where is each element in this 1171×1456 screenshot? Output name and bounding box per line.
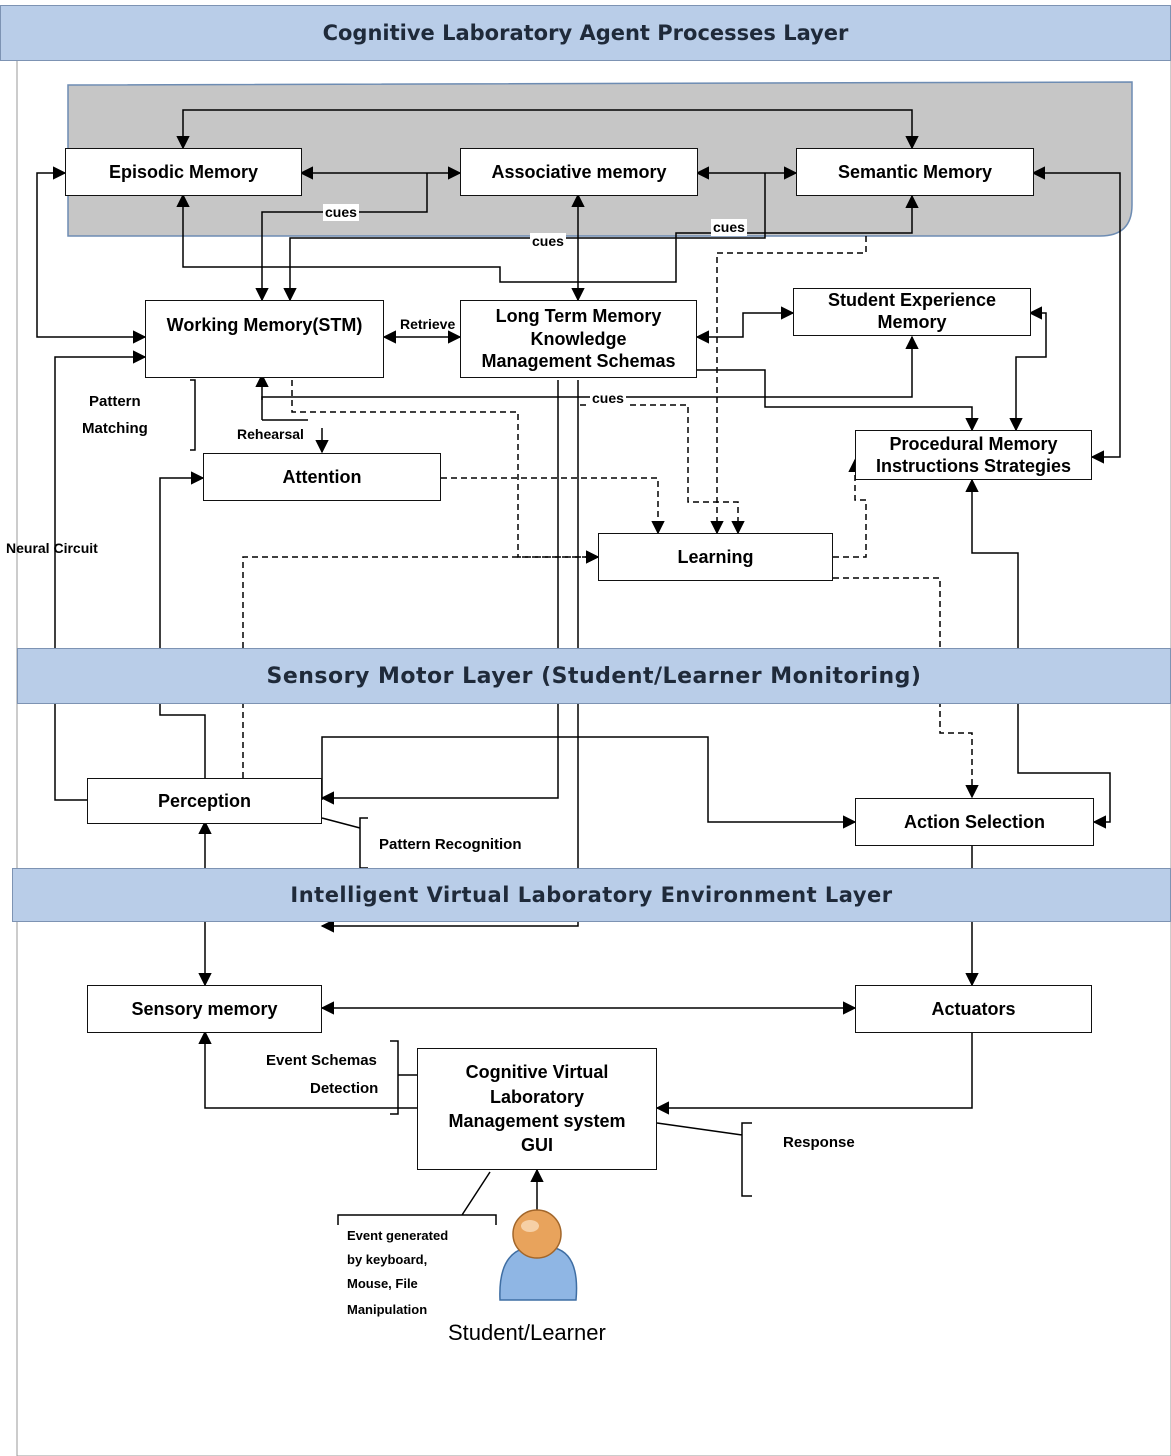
long-term-memory-box: Long Term Memory Knowledge Management Sc…	[460, 300, 697, 378]
working-memory-box: Working Memory(STM)	[145, 300, 384, 378]
neural-circuit-label: Neural Circuit	[6, 540, 98, 556]
ltm-line-3: Management Schemas	[481, 351, 676, 372]
attention-box: Attention	[203, 453, 441, 501]
ltm-procedural-link	[697, 369, 979, 432]
event-schemas-bracket	[390, 1040, 417, 1115]
gui-line-4: GUI	[520, 1135, 553, 1156]
neural-circuit-link	[54, 350, 147, 801]
response-label: Response	[783, 1134, 855, 1151]
gui-line-1: Cognitive Virtual	[465, 1062, 609, 1083]
cues-label-1: cues	[323, 204, 359, 221]
event-generated-label-3: Mouse, File	[347, 1276, 418, 1291]
ltm-line-2: Knowledge	[530, 328, 627, 349]
perception-box: Perception	[87, 778, 322, 824]
learning-box: Learning	[598, 533, 833, 581]
retrieve-label: Retrieve	[400, 316, 456, 332]
perception-attention-link	[159, 471, 206, 778]
procedural-memory-box: Procedural Memory Instructions Strategie…	[855, 430, 1092, 480]
action-selection-box: Action Selection	[855, 798, 1094, 846]
gui-sensory-link	[198, 1030, 417, 1109]
event-generated-bracket	[337, 1171, 497, 1225]
episodic-memory-box: Episodic Memory	[65, 148, 302, 196]
student-learner-label: Student/Learner	[448, 1320, 606, 1345]
pattern-recognition-bracket	[321, 817, 368, 869]
semantic-memory-box: Semantic Memory	[796, 148, 1034, 196]
pattern-recognition-label: Pattern Recognition	[379, 836, 522, 853]
procedural-line-1: Procedural Memory	[889, 433, 1058, 454]
event-schemas-label-1: Event Schemas	[266, 1052, 377, 1069]
pattern-matching-label-1: Pattern	[89, 393, 141, 410]
gui-line-2: Laboratory	[489, 1086, 585, 1107]
actuators-box: Actuators	[855, 985, 1092, 1033]
pattern-matching-bracket	[190, 379, 196, 451]
student-exp-line-1: Student Experience	[827, 290, 997, 311]
event-generated-label-1: Event generated	[347, 1228, 449, 1243]
rehearsal-label: Rehearsal	[237, 426, 304, 442]
actuators-gui-link	[655, 1032, 973, 1115]
pattern-matching-label-2: Matching	[82, 420, 148, 437]
ltm-perception-link	[320, 380, 559, 805]
ltm-line-1: Long Term Memory	[495, 306, 662, 327]
episodic-semantic-lower-link	[176, 193, 919, 283]
episodic-semantic-link	[176, 109, 919, 150]
student-exp-procedural-link	[1009, 306, 1047, 432]
gui-box: Cognitive Virtual Laboratory Management …	[417, 1048, 657, 1170]
procedural-action-link	[965, 478, 1111, 829]
user-avatar-icon	[499, 1209, 578, 1301]
ltm-sensory-link	[320, 380, 579, 933]
student-experience-memory-box: Student Experience Memory	[793, 288, 1031, 336]
cues-label-4: cues	[590, 390, 626, 407]
perception-action-link	[321, 736, 857, 829]
event-generated-label-4: Manipulation	[347, 1302, 428, 1317]
learning-action-dashed	[833, 577, 979, 799]
environment-layer-header: Intelligent Virtual Laboratory Environme…	[12, 868, 1171, 922]
learning-procedural-dashed	[833, 458, 867, 558]
cues-label-2: cues	[530, 233, 566, 250]
gui-line-3: Management system	[448, 1111, 626, 1131]
event-schemas-label-2: Detection	[310, 1080, 379, 1097]
semantic-procedural-link	[1031, 166, 1121, 464]
perception-learning-dashed	[242, 550, 600, 778]
response-bracket	[656, 1122, 752, 1197]
event-generated-label-2: by keyboard,	[347, 1252, 428, 1267]
attention-learning-dashed	[441, 477, 665, 535]
ltm-student-exp-link	[695, 306, 795, 344]
student-exp-line-2: Memory	[877, 312, 947, 332]
cognitive-layer-header: Cognitive Laboratory Agent Processes Lay…	[0, 5, 1171, 61]
sensory-motor-layer-header: Sensory Motor Layer (Student/Learner Mon…	[17, 648, 1171, 704]
sensory-memory-box: Sensory memory	[87, 985, 322, 1033]
working-learning-dashed	[291, 380, 600, 564]
procedural-line-2: Instructions Strategies	[875, 456, 1072, 476]
episodic-working-link	[36, 166, 147, 344]
cues-learning-dashed	[580, 404, 745, 535]
semantic-learning-dashed	[710, 236, 867, 535]
outer-frame	[16, 59, 1171, 1456]
cues-label-3: cues	[711, 219, 747, 236]
associative-memory-box: Associative memory	[460, 148, 698, 196]
